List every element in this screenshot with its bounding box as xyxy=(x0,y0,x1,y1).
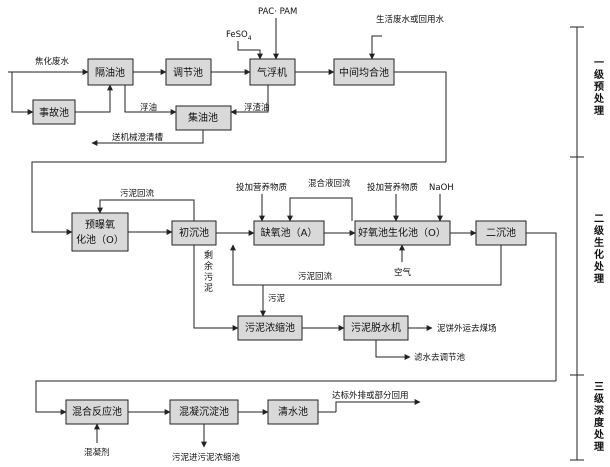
sludge-return-2-label: 污泥回流 xyxy=(298,271,333,282)
svg-text:隔油池: 隔油池 xyxy=(95,66,125,79)
svg-text:预曝氧: 预曝氧 xyxy=(85,218,115,231)
discharge-label: 达标外排或部分回用 xyxy=(332,390,409,401)
sludge-label: 污泥 xyxy=(268,293,286,304)
anoxic-box: 缺氧池（A） xyxy=(253,220,325,246)
floating-oil-label: 浮油 xyxy=(140,102,157,113)
to-mixing-arrow xyxy=(35,380,556,415)
intermediate-down-line xyxy=(394,71,447,162)
sludge-thickener-box: 污泥浓缩池 xyxy=(237,315,303,341)
svg-text:初沉池: 初沉池 xyxy=(179,226,209,239)
svg-text:好氧池生化池（O）: 好氧池生化池（O） xyxy=(358,226,446,239)
svg-text:污泥脱水机: 污泥脱水机 xyxy=(351,321,401,334)
sludge-return-1-label: 污泥回流 xyxy=(120,188,155,199)
to-tar-tank-arrow xyxy=(91,130,204,146)
sludge-return-1-arrow xyxy=(97,199,195,221)
sludge-return-2-arrow xyxy=(230,244,502,286)
mixed-liquor-return-arrow xyxy=(287,197,353,222)
filtrate-label: 滤水去调节池 xyxy=(414,352,466,363)
svg-text:调节池: 调节池 xyxy=(173,66,203,79)
feso4-label: FeSO4 xyxy=(226,30,252,42)
stage-two-biological: 预曝氧 化池（O） 初沉池 污泥回流 缺氧池（A） 好氧池生化池（O） 二沉池 … xyxy=(31,161,557,381)
svg-text:清水池: 清水池 xyxy=(278,405,308,418)
oil-separator-box: 隔油池 xyxy=(87,58,134,86)
air-label: 空气 xyxy=(394,267,412,278)
add-nutrients-1-label: 投加营养物质 xyxy=(236,182,288,193)
oil-scum-label: 浮渣油 xyxy=(244,102,270,113)
filtrate-arrow xyxy=(375,340,411,360)
mixing-reaction-box: 混合反应池 xyxy=(65,399,129,425)
pre-aeration-box: 预曝氧 化池（O） xyxy=(71,212,129,252)
clear-water-box: 清水池 xyxy=(267,399,319,425)
svg-text:气浮机: 气浮机 xyxy=(257,66,287,79)
excess-sludge-label: 剩余污泥 xyxy=(204,249,213,294)
accident-pool-box: 事故池 xyxy=(32,99,76,125)
svg-text:混合反应池: 混合反应池 xyxy=(72,405,122,418)
svg-text:污泥浓缩池: 污泥浓缩池 xyxy=(245,321,295,334)
secondary-down-line xyxy=(526,232,557,381)
mixed-liquor-return-label: 混合液回流 xyxy=(308,178,351,189)
coag-settling-box: 混凝沉淀池 xyxy=(169,399,239,425)
sludge-dewatering-box: 污泥脱水机 xyxy=(343,315,409,341)
to-tar-tank-label: 送机械澄清槽 xyxy=(112,132,164,143)
stage-label-secondary-bio: 二级生化处理 xyxy=(593,213,605,285)
svg-text:事故池: 事故池 xyxy=(39,106,69,119)
svg-text:缺氧池（A）: 缺氧池（A） xyxy=(261,226,318,239)
coagulant-label: 混凝剂 xyxy=(84,447,110,458)
pac-pam-label: PAC· PAM xyxy=(258,7,297,17)
svg-text:集油池: 集油池 xyxy=(188,111,218,124)
naoh-label: NaOH xyxy=(429,183,454,193)
svg-text:化池（O）: 化池（O） xyxy=(76,233,124,246)
air-flotation-box: 气浮机 xyxy=(249,58,296,86)
floating-oil-arrow xyxy=(124,85,177,115)
oil-collection-box: 集油池 xyxy=(175,105,232,131)
primary-settling-box: 初沉池 xyxy=(171,220,217,246)
domestic-water-label: 生活废水或回用水 xyxy=(376,14,445,25)
oil-scum-arrow xyxy=(230,85,269,115)
stage-label-tertiary: 三级深度处理 xyxy=(593,381,605,453)
intermediate-pool-box: 中间均合池 xyxy=(333,58,395,86)
sludge-to-thickener-label: 污泥进污泥浓缩池 xyxy=(172,452,241,463)
stage-one-pre-treatment: 焦化废水 事故池 隔油池 调节池 气浮机 中间均合池 FeSO4 xyxy=(8,7,447,162)
svg-text:中间均合池: 中间均合池 xyxy=(339,66,389,79)
excess-sludge-arrow xyxy=(193,245,239,331)
sludge-cake-label: 泥饼外运去煤场 xyxy=(437,323,497,334)
accident-return-arrow xyxy=(75,84,113,113)
to-accident-pool-arrow xyxy=(11,72,34,115)
secondary-settling-box: 二沉池 xyxy=(475,220,527,246)
stage-label-pre-treatment: 一级预处理 xyxy=(593,58,605,117)
regulating-pool-box: 调节池 xyxy=(165,58,212,86)
stage-three-tertiary: 混合反应池 混凝沉淀池 清水池 达标外排或部分回用 混凝剂 污泥进污泥浓缩池 xyxy=(35,380,556,463)
stage-brackets: 一级预处理 二级生化处理 三级深度处理 xyxy=(570,26,605,461)
coking-wastewater-label: 焦化废水 xyxy=(35,56,70,67)
to-pre-aeration-arrow xyxy=(31,161,446,235)
discharge-arrow xyxy=(335,399,421,412)
feso4-arrow xyxy=(237,41,263,60)
add-nutrients-2-label: 投加营养物质 xyxy=(367,182,419,193)
svg-text:混凝沉淀池: 混凝沉淀池 xyxy=(179,405,229,418)
domestic-water-arrow xyxy=(369,35,382,60)
svg-text:二沉池: 二沉池 xyxy=(486,226,516,239)
aerobic-box: 好氧池生化池（O） xyxy=(354,220,451,246)
